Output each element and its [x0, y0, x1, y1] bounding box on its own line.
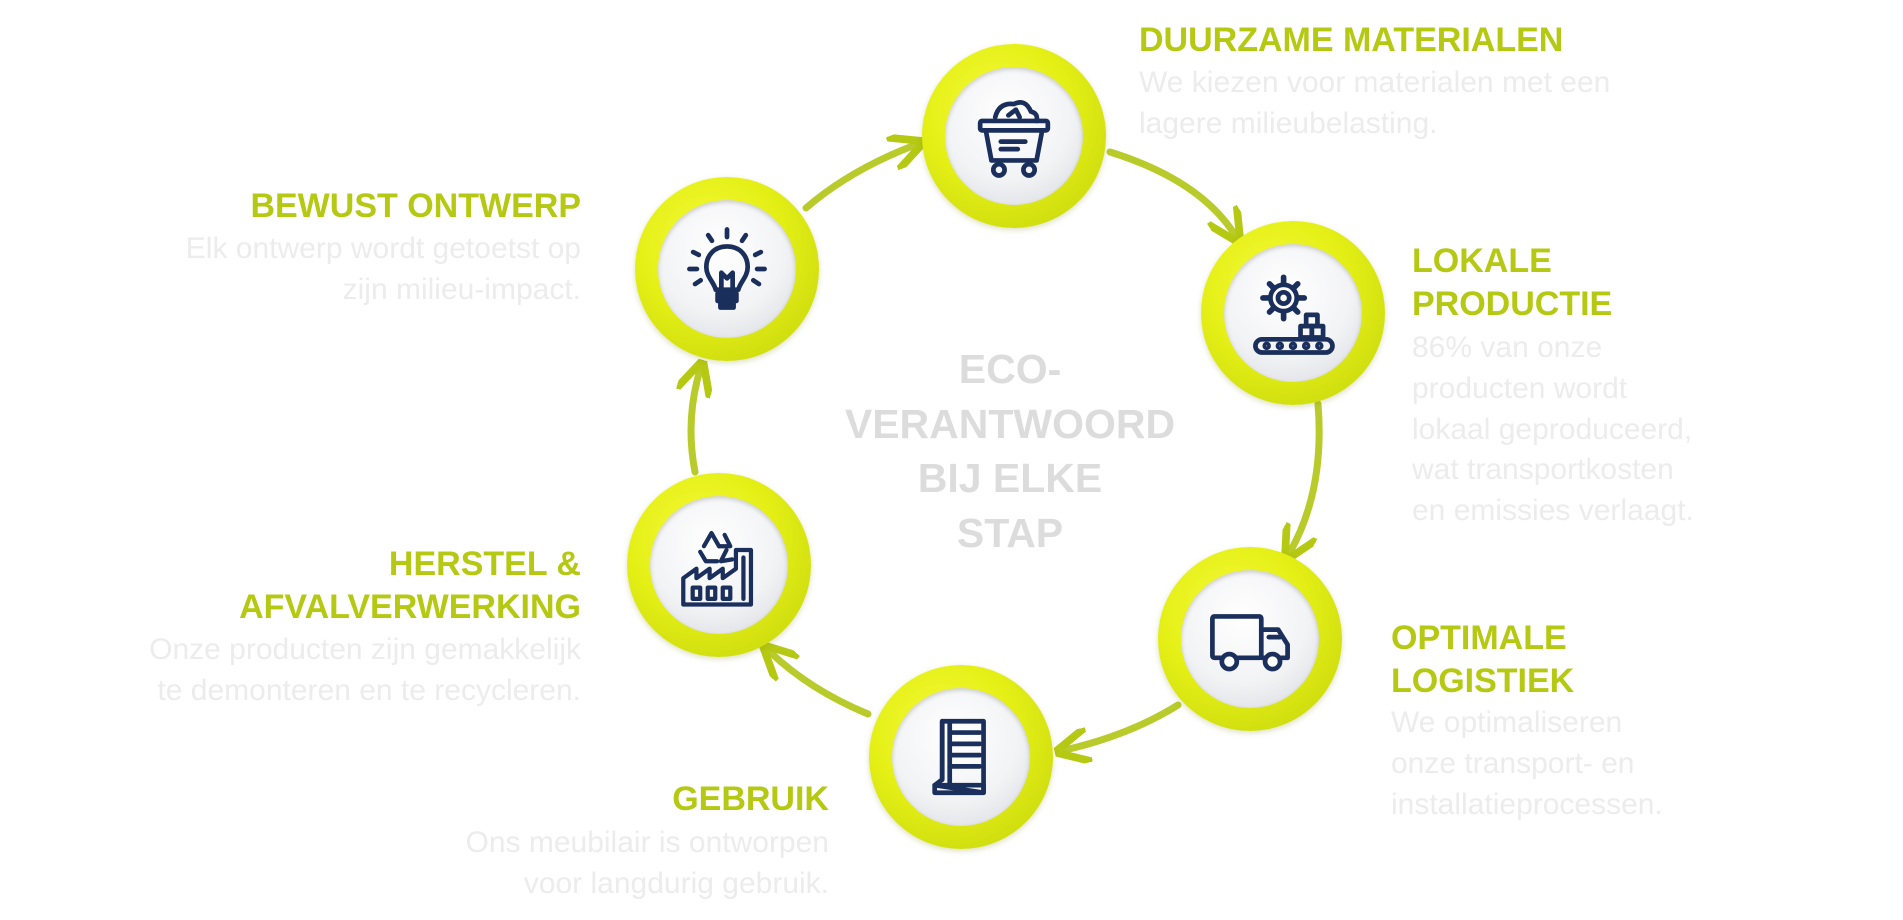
step-desc-materials: We kiezen voor materialen met een lagere… — [1139, 63, 1610, 145]
light-bulb-icon — [687, 227, 767, 310]
step-desc-line: te demonteren en te recycleren. — [157, 673, 581, 707]
arrow-design-to-materials — [802, 145, 915, 212]
step-title-recovery: HERSTEL & AFVALVERWERKING — [239, 543, 581, 629]
step-desc-line: Elk ontwerp wordt getoetst op — [185, 232, 581, 265]
step-node-use — [869, 665, 1053, 849]
center-title-line: VERANTWOORD — [844, 400, 1176, 447]
step-title-logistics: OPTIMALE LOGISTIEK — [1391, 617, 1574, 703]
step-title-line: OPTIMALE — [1391, 619, 1567, 657]
step-desc-line: en emissies verlaagt. — [1412, 494, 1694, 528]
step-title-design: BEWUST ONTWERP — [250, 185, 581, 228]
step-desc-line: lokaal geproduceerd, — [1412, 412, 1693, 446]
step-node-logistics — [1158, 547, 1342, 731]
step-desc-line: Ons meubilair is ontworpen — [465, 826, 829, 859]
recycling-factory-icon — [681, 530, 754, 607]
step-title-line: LOGISTIEK — [1391, 661, 1575, 700]
step-title-line: GEBRUIK — [672, 780, 829, 818]
arrow-logistics-to-use — [1065, 701, 1182, 750]
arrow-recovery-to-design — [691, 370, 700, 476]
step-desc-logistics: We optimaliseren onze transport- en inst… — [1391, 703, 1663, 825]
arrow-use-to-recovery — [770, 652, 872, 718]
step-desc-line: zijn milieu-impact. — [342, 272, 581, 306]
step-desc-production: 86% van onze producten wordt lokaal gepr… — [1412, 328, 1694, 532]
step-desc-line: Onze producten zijn gemakkelijk — [149, 633, 581, 666]
center-title-line: ECO- — [958, 346, 1062, 392]
step-node-materials — [922, 44, 1106, 228]
step-desc-line: installatieprocessen. — [1391, 787, 1663, 821]
step-title-line: HERSTEL & — [388, 545, 581, 583]
arrow-production-to-logistics — [1290, 400, 1323, 552]
center-title-line: STAP — [956, 509, 1064, 556]
step-node-recovery — [627, 473, 811, 657]
mine-cart-icon — [977, 100, 1051, 178]
arrow-materials-to-production — [1106, 148, 1235, 235]
center-title-line: BIJ ELKE — [917, 455, 1103, 502]
conveyor-gear-icon — [1253, 274, 1335, 355]
step-desc-line: wat transportkosten — [1412, 453, 1674, 487]
step-desc-line: 86% van onze — [1412, 331, 1603, 364]
step-desc-line: We kiezen voor materialen met een — [1139, 66, 1611, 99]
step-desc-line: voor langdurig gebruik. — [523, 866, 829, 900]
step-desc-line: lagere milieubelasting. — [1139, 106, 1438, 140]
step-title-use: GEBRUIK — [672, 778, 829, 821]
step-desc-use: Ons meubilair is ontworpen voor langduri… — [465, 823, 829, 905]
step-desc-line: producten wordt — [1412, 371, 1628, 405]
step-title-line: AFVALVERWERKING — [239, 587, 581, 626]
step-desc-design: Elk ontwerp wordt getoetst op zijn milie… — [186, 229, 581, 311]
center-title: ECO- VERANTWOORD BIJ ELKE STAP — [820, 342, 1200, 560]
step-title-line: PRODUCTIE — [1412, 284, 1613, 323]
step-title-line: LOKALE — [1412, 242, 1552, 280]
step-title-production: LOKALE PRODUCTIE — [1412, 240, 1612, 326]
step-node-production — [1201, 221, 1385, 405]
step-title-line: DUURZAME MATERIALEN — [1139, 21, 1564, 59]
step-desc-recovery: Onze producten zijn gemakkelijk te demon… — [149, 630, 581, 712]
delivery-truck-icon — [1210, 614, 1290, 672]
step-desc-line: onze transport- en — [1391, 746, 1635, 780]
step-title-line: BEWUST ONTWERP — [250, 187, 581, 225]
step-title-materials: DUURZAME MATERIALEN — [1139, 19, 1563, 62]
step-node-design — [635, 177, 819, 361]
display-cabinet-icon — [932, 718, 986, 796]
step-desc-line: We optimaliseren — [1391, 706, 1623, 739]
